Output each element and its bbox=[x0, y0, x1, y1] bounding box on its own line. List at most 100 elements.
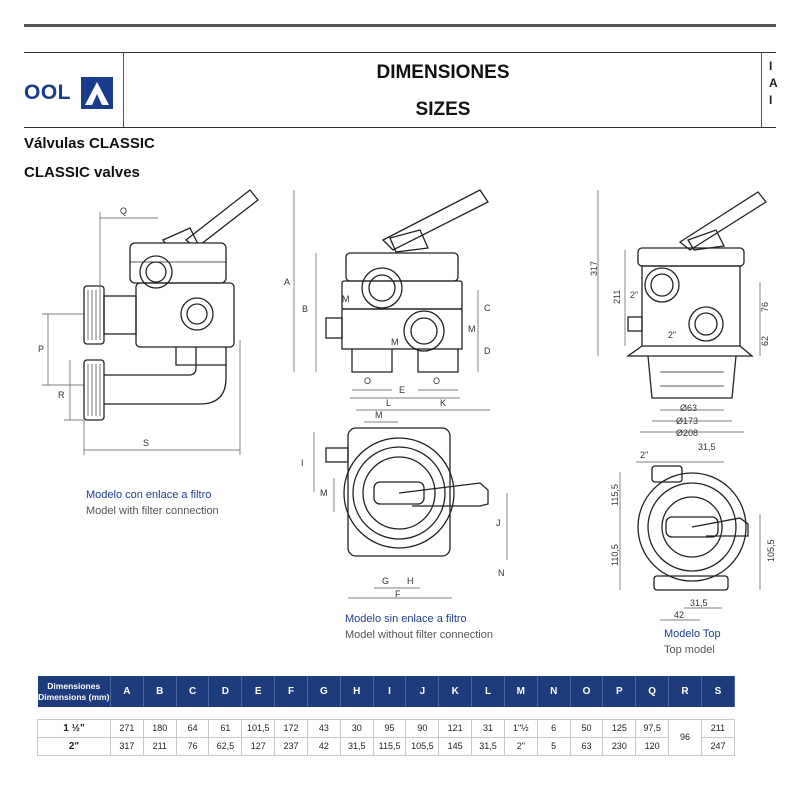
column-header: S bbox=[701, 676, 736, 707]
dim-label-k: K bbox=[440, 398, 446, 408]
column-header: J bbox=[405, 676, 440, 707]
dim-label-2in-top: 2" bbox=[640, 450, 648, 460]
table-cell: 127 bbox=[241, 737, 276, 756]
caption-es: Modelo sin enlace a filtro bbox=[345, 613, 467, 625]
table-cell: 317 bbox=[110, 737, 144, 756]
dim-label-110-5: 110,5 bbox=[610, 544, 620, 566]
dim-label-62: 62 bbox=[760, 336, 770, 346]
dim-label-115-5: 115,5 bbox=[610, 484, 620, 506]
dim-label-m: M bbox=[375, 410, 383, 420]
table-cell: 90 bbox=[405, 718, 440, 738]
column-header: B bbox=[143, 676, 177, 707]
dim-label-d: D bbox=[484, 346, 491, 356]
valve-front-view-drawing bbox=[325, 189, 489, 373]
subtitle-es: Válvulas CLASSIC bbox=[24, 135, 155, 152]
dim-label-42: 42 bbox=[674, 610, 684, 620]
caption-en: Model with filter connection bbox=[86, 505, 219, 517]
table-cell: 101,5 bbox=[241, 718, 276, 738]
valve-top-view-drawing bbox=[325, 427, 489, 557]
header-right-letter: I bbox=[769, 93, 773, 107]
column-header: G bbox=[307, 676, 341, 707]
table-cell: 1"½ bbox=[504, 718, 538, 738]
column-header: C bbox=[176, 676, 210, 707]
dim-label-r: R bbox=[58, 390, 65, 400]
dim-label-i: I bbox=[301, 458, 304, 468]
row-size: 2" bbox=[37, 737, 111, 756]
row-size: 1 ½" bbox=[37, 718, 111, 738]
top-model-plan-drawing bbox=[637, 465, 749, 591]
table-cell: 271 bbox=[110, 718, 144, 738]
front-view-dimensions bbox=[293, 190, 479, 399]
table-cell: 211 bbox=[143, 737, 177, 756]
dim-label-31-5: 31,5 bbox=[690, 598, 708, 608]
top-view-dimensions bbox=[313, 409, 508, 599]
table-cell: 63 bbox=[570, 737, 604, 756]
table-cell: 121 bbox=[438, 718, 473, 738]
table-header-row: Dimensiones Dimensions (mm) A B C D E F … bbox=[37, 676, 736, 707]
dim-label-j: J bbox=[496, 518, 501, 528]
column-header: I bbox=[373, 676, 407, 707]
table-cell: 180 bbox=[143, 718, 177, 738]
column-header: O bbox=[570, 676, 604, 707]
dim-label-o: O bbox=[433, 376, 440, 386]
table-cell: 31,5 bbox=[471, 737, 505, 756]
dim-label-o63: Ø63 bbox=[680, 403, 697, 413]
dim-label-p: P bbox=[38, 344, 44, 354]
brand-logo: OOL bbox=[24, 53, 124, 127]
dim-label-o208: Ø208 bbox=[676, 428, 698, 438]
table-cell: 76 bbox=[176, 737, 210, 756]
dim-label-211: 211 bbox=[612, 290, 622, 304]
column-header: N bbox=[537, 676, 571, 707]
table-cell: 50 bbox=[570, 718, 604, 738]
title-en: SIZES bbox=[415, 99, 471, 120]
table-cell: 211 bbox=[701, 718, 736, 738]
table-cell: 61 bbox=[208, 718, 243, 738]
column-header: K bbox=[438, 676, 473, 707]
valve-side-view-drawing bbox=[83, 189, 259, 421]
table-cell: 62,5 bbox=[208, 737, 243, 756]
column-header: Q bbox=[635, 676, 670, 707]
table-cell: 172 bbox=[274, 718, 308, 738]
table-cell: 230 bbox=[602, 737, 637, 756]
table-cell: 30 bbox=[340, 718, 374, 738]
caption-es: Modelo con enlace a filtro bbox=[86, 489, 212, 501]
top-model-side-dimensions bbox=[597, 190, 761, 433]
top-model-plan-dimensions bbox=[619, 461, 761, 621]
table-cell: 97,5 bbox=[635, 718, 670, 738]
dim-label-o: O bbox=[364, 376, 371, 386]
dim-label-o173: Ø173 bbox=[676, 416, 698, 426]
table-cell: 125 bbox=[602, 718, 637, 738]
side-view-dimensions bbox=[42, 212, 241, 455]
dim-label-m: M bbox=[391, 337, 399, 347]
caption-no-filter-model: Modelo sin enlace a filtro Model without… bbox=[345, 611, 493, 643]
table-cell: 42 bbox=[307, 737, 341, 756]
dim-label-2in: 2" bbox=[668, 330, 676, 340]
dim-label-a: A bbox=[284, 277, 290, 287]
table-cell: 95 bbox=[373, 718, 407, 738]
table-cell: 145 bbox=[438, 737, 473, 756]
header-label-en: Dimensions (mm) bbox=[38, 691, 110, 702]
caption-filter-model: Modelo con enlace a filtro Model with fi… bbox=[86, 487, 219, 519]
table-cell: 247 bbox=[701, 737, 736, 756]
dim-label-31-5: 31,5 bbox=[698, 442, 716, 452]
dim-label-s: S bbox=[143, 438, 149, 448]
table-row: 1 ½" 271 180 64 61 101,5 172 43 30 95 90… bbox=[37, 718, 736, 756]
table-cell: 120 bbox=[635, 737, 670, 756]
caption-en: Top model bbox=[664, 644, 715, 656]
dim-label-m: M bbox=[468, 324, 476, 334]
logo-text: OOL bbox=[24, 81, 71, 104]
column-header: D bbox=[208, 676, 243, 707]
table-header-label: Dimensiones Dimensions (mm) bbox=[37, 676, 111, 707]
table-cell: 5 bbox=[537, 737, 571, 756]
dim-label-e: E bbox=[399, 385, 405, 395]
column-header: F bbox=[274, 676, 308, 707]
dim-label-h: H bbox=[407, 576, 414, 586]
table-cell: 43 bbox=[307, 718, 341, 738]
table-cell: 31,5 bbox=[340, 737, 374, 756]
header-titles: DIMENSIONES SIZES bbox=[124, 53, 762, 127]
table-cell: 2" bbox=[504, 737, 538, 756]
header-right-letter: A bbox=[769, 76, 778, 90]
dim-label-317: 317 bbox=[589, 261, 599, 276]
dim-label-m: M bbox=[320, 488, 328, 498]
dim-label-c: C bbox=[484, 303, 491, 313]
